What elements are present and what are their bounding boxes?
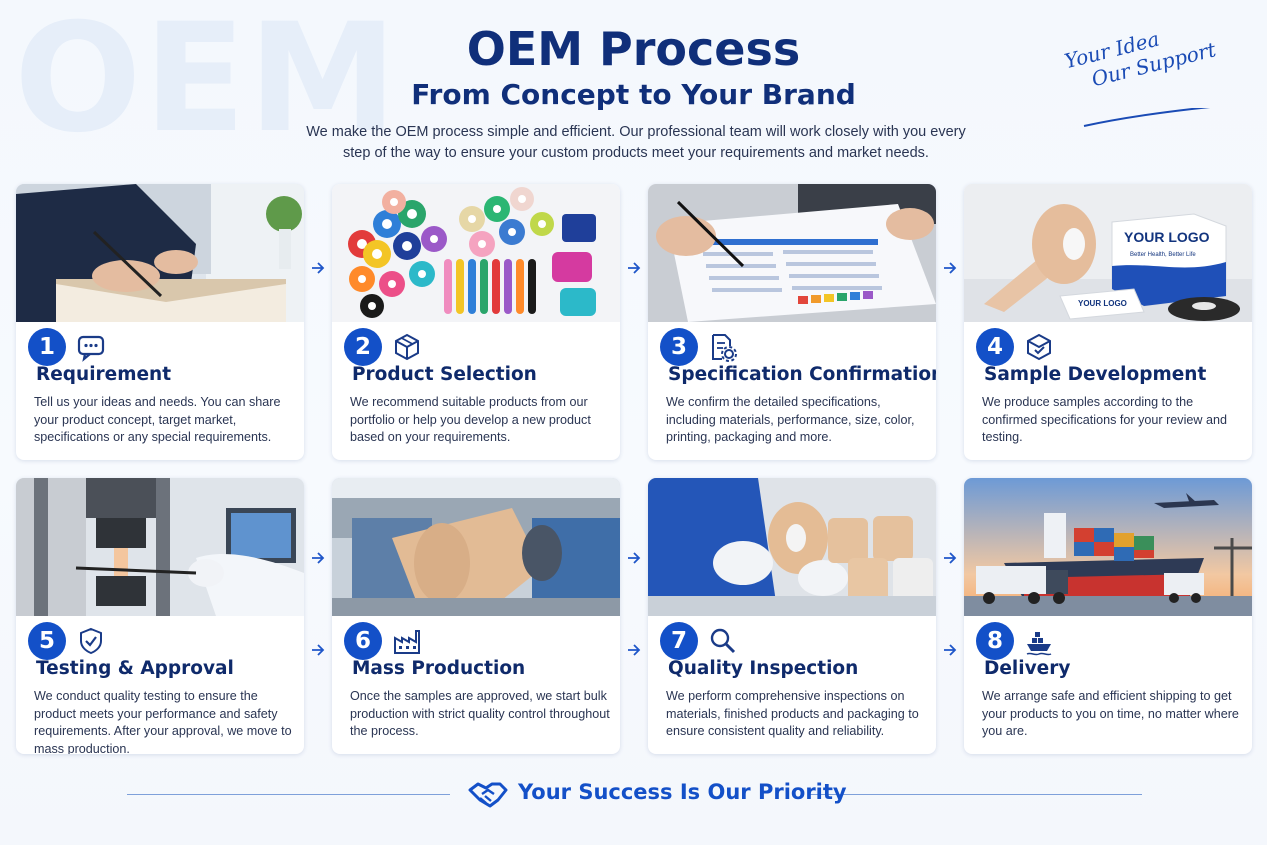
- step-description: We produce samples according to the conf…: [982, 395, 1227, 444]
- oem-watermark: OEM: [14, 0, 400, 166]
- box-icon: [395, 333, 419, 361]
- arrow-right-icon: [312, 644, 325, 656]
- step-description: We recommend suitable products from our …: [350, 395, 591, 444]
- step-card-delivery: 8 Delivery We arrange safe and efficient…: [964, 478, 1252, 754]
- arrow-right-icon: [944, 552, 957, 564]
- document-gear-icon: [712, 334, 737, 362]
- step-description: We confirm the detailed specifications, …: [666, 395, 915, 444]
- page-subtitle: From Concept to Your Brand: [411, 78, 856, 111]
- specification-photo: [648, 184, 936, 322]
- step-number: 8: [976, 622, 1014, 660]
- arrow-right-icon: [312, 262, 325, 274]
- step-title: Mass Production: [352, 658, 526, 679]
- step-number: 7: [660, 622, 698, 660]
- step-number: 6: [344, 622, 382, 660]
- step-title: Delivery: [984, 658, 1071, 679]
- testing-photo: [16, 478, 304, 616]
- footer-tagline: Your Success Is Our Priority: [518, 780, 847, 804]
- step-description: Tell us your ideas and needs. You can sh…: [34, 395, 281, 444]
- step-description: We perform comprehensive inspections on …: [666, 689, 919, 738]
- step-card-sample-development: YOUR LOGO Better Health, Better Life YOU…: [964, 184, 1252, 460]
- quality-inspection-photo: [648, 478, 936, 616]
- arrow-right-icon: [312, 552, 325, 564]
- step-title: Specification Confirmation: [668, 364, 936, 385]
- handshake-icon: [468, 782, 508, 808]
- step-number: 5: [28, 622, 66, 660]
- arrow-right-icon: [944, 644, 957, 656]
- step-title: Quality Inspection: [668, 658, 859, 679]
- shield-check-icon: [80, 627, 102, 655]
- arrow-right-icon: [628, 644, 641, 656]
- step-title: Product Selection: [352, 364, 537, 385]
- delivery-photo: [964, 478, 1252, 616]
- intro-text: We make the OEM process simple and effic…: [306, 124, 966, 161]
- step-number: 1: [28, 328, 66, 366]
- page-title: OEM Process: [466, 22, 801, 76]
- step-card-product-selection: 2 Product Selection We recommend suitabl…: [332, 184, 620, 460]
- step-card-mass-production: 6 Mass Production Once the samples are a…: [332, 478, 620, 754]
- arrow-right-icon: [944, 262, 957, 274]
- chat-icon: [77, 335, 105, 362]
- step-description: We arrange safe and efficient shipping t…: [982, 689, 1239, 738]
- step-title: Testing & Approval: [36, 658, 234, 679]
- step-title: Requirement: [36, 364, 172, 385]
- arrow-right-icon: [628, 262, 641, 274]
- step-number: 3: [660, 328, 698, 366]
- card-logo-text: YOUR LOGO: [1078, 299, 1127, 308]
- step-title: Sample Development: [984, 364, 1207, 385]
- step-card-specification-confirmation: 3 Specification Confirmation We confirm …: [648, 184, 936, 460]
- sample-development-photo: YOUR LOGO Better Health, Better Life YOU…: [964, 184, 1252, 322]
- step-card-quality-inspection: 7 Quality Inspection We perform comprehe…: [648, 478, 936, 754]
- step-description: Once the samples are approved, we start …: [350, 689, 610, 738]
- footer-divider-right: [810, 794, 1142, 795]
- step-card-testing-approval: 5 Testing & Approval We conduct quality …: [16, 478, 304, 754]
- box-logo-text: YOUR LOGO: [1124, 229, 1210, 245]
- mass-production-photo: [332, 478, 620, 616]
- sample-box-icon: [1027, 333, 1051, 361]
- product-selection-photo: [332, 184, 620, 322]
- requirement-photo: [16, 184, 304, 322]
- arrow-right-icon: [628, 552, 641, 564]
- slogan-underline: [1083, 108, 1211, 127]
- step-number: 4: [976, 328, 1014, 366]
- step-description: We conduct quality testing to ensure the…: [34, 689, 292, 754]
- footer-divider-left: [127, 794, 450, 795]
- factory-icon: [394, 630, 420, 654]
- magnifier-icon: [710, 628, 736, 654]
- ship-icon: [1026, 632, 1052, 656]
- step-number: 2: [344, 328, 382, 366]
- box-tagline-text: Better Health, Better Life: [1130, 252, 1196, 258]
- step-card-requirement: 1 Requirement Tell us your ideas and nee…: [16, 184, 304, 460]
